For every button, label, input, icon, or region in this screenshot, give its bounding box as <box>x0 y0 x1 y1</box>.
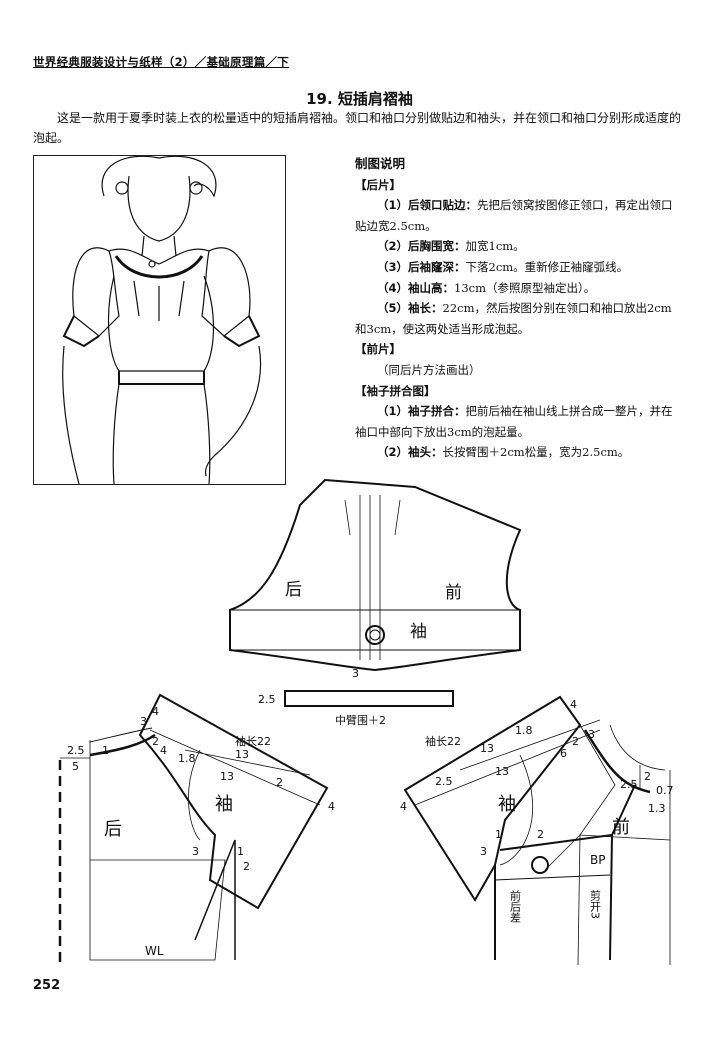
cap-height-label: 13 <box>235 748 249 761</box>
front-draft-diagram: 袖长22 13 13 1.8 4 2 3 6 2 2.5 0.7 1.3 2.5… <box>400 695 674 966</box>
front-back-diff-label: 前后差 <box>509 889 522 923</box>
front-piece-label: 前 <box>612 817 630 838</box>
svg-text:5: 5 <box>72 760 79 773</box>
front-sleeve-outline <box>403 695 582 902</box>
offset-label: 1.8 <box>178 752 196 765</box>
svg-text:4: 4 <box>570 698 577 711</box>
neckline <box>108 248 210 265</box>
garment-illustration <box>33 155 286 485</box>
svg-text:2: 2 <box>537 828 544 841</box>
sleeve-note-2: （2）袖头：长按臂围＋2cm松量，宽为2.5cm。 <box>377 445 630 460</box>
svg-text:3: 3 <box>480 845 487 858</box>
svg-text:6: 6 <box>560 747 567 760</box>
waistline-label: WL <box>145 944 164 958</box>
back-note-3: （3）后袖窿深：下落2cm。重新修正袖窿弧线。 <box>377 259 629 274</box>
svg-text:1: 1 <box>495 828 502 841</box>
hem-add-label: 3 <box>352 667 359 680</box>
sleeve-section-label: 【袖子拼合图】 <box>355 383 436 398</box>
back-label: 后 <box>285 580 302 600</box>
back-note-4: （4）袖山高：13cm（参照原型袖定出）。 <box>377 280 596 295</box>
back-piece-label: 后 <box>104 819 122 840</box>
cuff-band <box>284 690 454 707</box>
svg-text:1: 1 <box>237 845 244 858</box>
svg-text:4: 4 <box>160 744 167 757</box>
front-section-label: 【前片】 <box>355 342 401 357</box>
cuff-length-label: 中臂围＋2 <box>335 714 386 727</box>
cap-height-label-2: 13 <box>495 765 509 778</box>
svg-text:0.7: 0.7 <box>656 784 674 797</box>
cap-height-label: 13 <box>480 742 494 755</box>
bust-point-label: BP <box>590 853 605 867</box>
cap-height-label-2: 13 <box>220 770 234 783</box>
back-note-2: （2）后胸围宽：加宽1cm。 <box>377 239 525 254</box>
sleeve-length-label: 袖长22 <box>235 734 271 748</box>
svg-text:1: 1 <box>102 744 109 757</box>
sleeve-outline <box>229 478 522 672</box>
running-header: 世界经典服装设计与纸样（2）／基础原理篇／下 <box>33 55 290 69</box>
drafting-notes: 制图说明 【后片】 （1）后领口贴边：先把后领窝按图修正领口，再定出领口贴边宽2… <box>355 154 683 463</box>
sleeve-label: 袖 <box>498 794 516 815</box>
svg-text:2: 2 <box>243 860 250 873</box>
back-draft-diagram: 袖长22 13 13 1.8 2.5 1 5 3 4 2 4 2 4 3 1 2… <box>58 693 335 965</box>
svg-text:2.5: 2.5 <box>620 778 638 791</box>
notes-heading: 制图说明 <box>355 156 406 171</box>
section-title: 19. 短插肩褶袖 <box>306 90 413 108</box>
svg-text:2: 2 <box>644 770 651 783</box>
svg-text:3: 3 <box>192 845 199 858</box>
back-note-5: （5）袖长：22cm，然后按图分别在领口和袖口放出2cm和3cm，使这两处适当形… <box>355 301 672 336</box>
sleeve-label: 袖 <box>215 794 233 815</box>
svg-text:2.5: 2.5 <box>67 744 85 757</box>
svg-text:3: 3 <box>588 728 595 741</box>
front-label: 前 <box>445 583 462 603</box>
svg-text:3: 3 <box>140 715 147 728</box>
grain-mark <box>365 625 385 645</box>
back-sleeve-outline <box>138 693 329 910</box>
svg-text:4: 4 <box>328 800 335 813</box>
svg-text:2: 2 <box>276 776 283 789</box>
page-number: 252 <box>33 978 61 993</box>
svg-text:2.5: 2.5 <box>435 775 453 788</box>
intro-paragraph: 这是一款用于夏季时装上衣的松量适中的短插肩褶袖。领口和袖口分别做贴边和袖头，并在… <box>33 111 682 145</box>
svg-text:2: 2 <box>572 735 579 748</box>
back-section-label: 【后片】 <box>355 177 401 192</box>
svg-text:4: 4 <box>400 800 407 813</box>
sleeve-label: 袖 <box>410 622 427 642</box>
svg-text:2: 2 <box>152 735 159 748</box>
back-note-1: （1）后领口贴边：先把后领窝按图修正领口，再定出领口贴边宽2.5cm。 <box>355 198 673 233</box>
combined-sleeve-diagram: 后 前 袖 3 <box>229 478 522 680</box>
cuff-width-label: 2.5 <box>258 693 276 706</box>
cuff-diagram: 2.5 中臂围＋2 <box>258 690 454 727</box>
cut-open-label: 剪开3 <box>589 889 602 919</box>
front-note: （同后片方法画出） <box>377 362 481 377</box>
hair <box>101 155 217 198</box>
sleeve-note-1: （1）袖子拼合：把前后袖在袖山线上拼合成一整片，并在袖口中部向下放出3cm的泡起… <box>355 404 673 439</box>
svg-text:1.3: 1.3 <box>648 802 666 815</box>
svg-text:4: 4 <box>152 705 159 718</box>
sleeve-length-label: 袖长22 <box>425 734 461 748</box>
offset-label: 1.8 <box>515 724 533 737</box>
